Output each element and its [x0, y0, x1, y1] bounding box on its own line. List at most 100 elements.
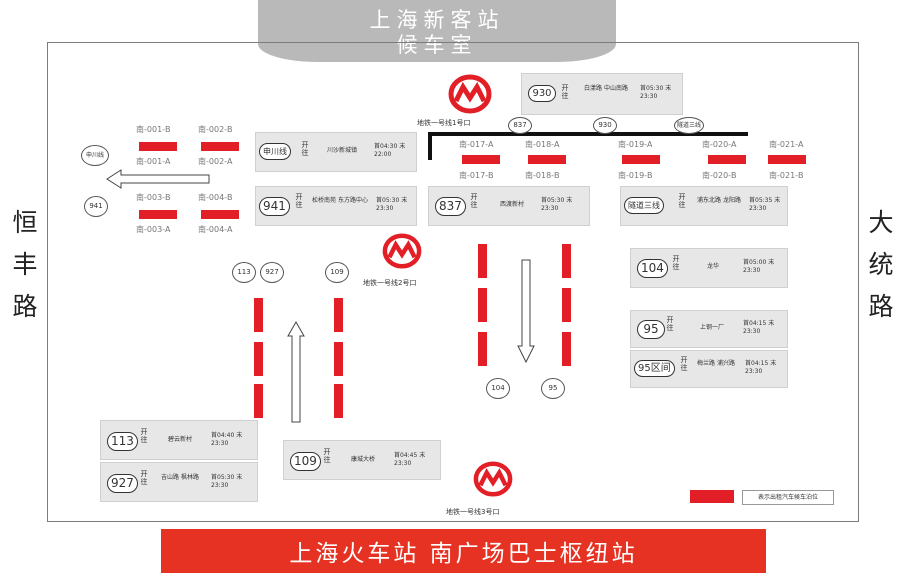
bay-label: 南-021-A	[769, 140, 804, 149]
route-card-930[interactable]: 930 开往 白漾路 中山南路 首05:30 末23:30	[521, 73, 683, 115]
route-circle-shenchuan[interactable]: 申川线	[81, 145, 109, 166]
taxi-bay[interactable]	[334, 298, 343, 332]
towards-label: 开往	[470, 193, 478, 209]
route-circle-941[interactable]: 941	[84, 196, 108, 217]
taxi-bay[interactable]	[139, 210, 177, 219]
waiting-room-label: 候车室	[396, 33, 478, 57]
service-times: 首04:30 末22:00	[374, 143, 406, 158]
taxi-bay[interactable]	[562, 288, 571, 322]
destination: 梅兰路 浦兴路	[697, 360, 735, 367]
taxi-bay[interactable]	[528, 155, 566, 164]
legend-label: 表示出租汽车候车泊位	[742, 490, 834, 505]
route-badge: 95	[637, 320, 665, 339]
route-badge: 941	[259, 197, 290, 216]
taxi-bay[interactable]	[478, 244, 487, 278]
service-times: 首05:30 末23:30	[541, 197, 573, 212]
bay-label: 南-004-A	[198, 225, 233, 234]
bay-label: 南-001-B	[136, 125, 171, 134]
route-card-927[interactable]: 927 开往 吉山路 枫林路 首05:30 末23:30	[100, 462, 258, 502]
taxi-bay[interactable]	[334, 384, 343, 418]
route-card-109[interactable]: 109 开往 康城大桥 首04:45 末23:30	[283, 440, 441, 480]
route-circle-104[interactable]: 104	[486, 378, 510, 399]
route-circle-95[interactable]: 95	[541, 378, 565, 399]
towards-label: 开往	[672, 255, 680, 271]
metro-exit-2-label: 地铁一号线2号口	[363, 279, 417, 287]
route-card-941[interactable]: 941 开往 松桥南苑 东方路中心 首05:30 末23:30	[255, 186, 417, 226]
destination: 上钢一厂	[699, 324, 724, 331]
route-circle-113[interactable]: 113	[232, 262, 256, 283]
bay-label: 南-019-B	[618, 171, 653, 180]
service-times: 首05:30 末23:30	[211, 474, 243, 489]
service-times: 首05:35 末23:30	[749, 197, 781, 212]
metro-exit-1-label: 地铁一号线1号口	[417, 119, 471, 127]
destination: 浦东北路 龙阳路	[697, 197, 741, 204]
route-card-shenchuan[interactable]: 申川线 开往 川沙新城镇 首04:30 末22:00	[255, 132, 417, 172]
towards-label: 开往	[140, 470, 148, 486]
taxi-bay[interactable]	[254, 342, 263, 376]
route-circle-837[interactable]: 837	[508, 117, 532, 134]
bus-hub-title: 上海火车站 南广场巴士枢纽站	[161, 529, 766, 573]
metro-exit-3-label: 地铁一号线3号口	[446, 508, 500, 516]
route-card-95[interactable]: 95 开往 上钢一厂 首04:15 末23:30	[630, 310, 788, 348]
service-times: 首05:00 末23:30	[743, 259, 775, 274]
service-times: 首04:15 末23:30	[745, 360, 777, 375]
route-path-line	[428, 132, 748, 136]
bay-label: 南-002-A	[198, 157, 233, 166]
route-card-837[interactable]: 837 开往 西渡新村 首05:30 末23:30	[428, 186, 590, 226]
bay-label: 南-017-B	[459, 171, 494, 180]
taxi-bay[interactable]	[478, 288, 487, 322]
taxi-bay[interactable]	[254, 298, 263, 332]
taxi-bay[interactable]	[201, 210, 239, 219]
bay-label: 南-021-B	[769, 171, 804, 180]
taxi-bay[interactable]	[478, 332, 487, 366]
metro-logo-icon[interactable]	[448, 74, 492, 114]
route-badge: 隧道三线	[624, 197, 664, 214]
road-char: 恒	[12, 208, 38, 237]
bay-label: 南-017-A	[459, 140, 494, 149]
direction-arrow-down-icon	[517, 259, 535, 364]
towards-label: 开往	[295, 193, 303, 209]
taxi-bay[interactable]	[768, 155, 806, 164]
route-card-95-interval[interactable]: 95区间 开往 梅兰路 浦兴路 首04:15 末23:30	[630, 350, 788, 388]
road-char: 路	[868, 292, 894, 321]
road-char: 丰	[12, 250, 38, 279]
destination: 龙华	[706, 263, 719, 270]
direction-arrow-up-icon	[287, 320, 305, 423]
metro-logo-icon[interactable]	[472, 461, 514, 497]
destination: 西渡新村	[499, 201, 524, 208]
road-char: 大	[868, 208, 894, 237]
metro-logo-icon[interactable]	[381, 233, 423, 269]
route-card-113[interactable]: 113 开往 碧云新村 首04:40 末23:30	[100, 420, 258, 460]
destination: 川沙新城镇	[326, 147, 357, 154]
bay-label: 南-020-A	[702, 140, 737, 149]
route-card-tunnel[interactable]: 隧道三线 开往 浦东北路 龙阳路 首05:35 末23:30	[620, 186, 788, 226]
route-card-104[interactable]: 104 开往 龙华 首05:00 末23:30	[630, 248, 788, 288]
bay-label: 南-003-A	[136, 225, 171, 234]
taxi-bay[interactable]	[334, 342, 343, 376]
route-circle-109[interactable]: 109	[325, 262, 349, 283]
taxi-bay[interactable]	[201, 142, 239, 151]
bay-label: 南-018-B	[525, 171, 560, 180]
route-circle-927[interactable]: 927	[260, 262, 284, 283]
bay-label: 南-002-B	[198, 125, 233, 134]
taxi-bay[interactable]	[562, 244, 571, 278]
taxi-bay[interactable]	[708, 155, 746, 164]
towards-label: 开往	[301, 141, 309, 157]
route-badge: 837	[435, 197, 466, 216]
route-circle-930[interactable]: 930	[593, 117, 617, 134]
route-circle-tunnel[interactable]: 隧道三线	[674, 117, 704, 134]
route-path-line	[428, 132, 432, 160]
left-road-name: 恒 丰 路	[10, 202, 40, 328]
taxi-bay[interactable]	[462, 155, 500, 164]
route-badge: 109	[290, 452, 321, 471]
taxi-bay[interactable]	[139, 142, 177, 151]
taxi-bay[interactable]	[562, 332, 571, 366]
taxi-bay[interactable]	[254, 384, 263, 418]
towards-label: 开往	[666, 316, 674, 332]
legend-swatch	[690, 490, 734, 503]
taxi-bay[interactable]	[622, 155, 660, 164]
bay-label: 南-020-B	[702, 171, 737, 180]
towards-label: 开往	[323, 448, 331, 464]
route-badge: 113	[107, 432, 138, 451]
service-times: 首05:30 末23:30	[640, 85, 672, 100]
